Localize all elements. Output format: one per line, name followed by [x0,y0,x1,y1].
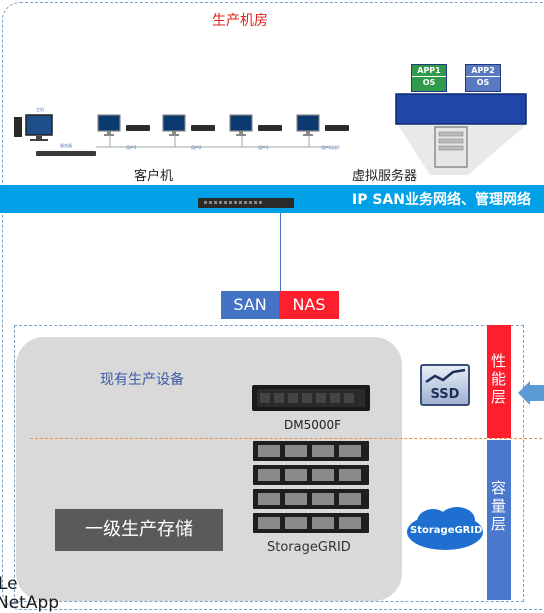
primary-storage-box: 一级生产存储 [55,509,223,551]
ssd-label: SSD [430,387,460,402]
pc-label: 用户3 [258,145,269,150]
client-pc-icon [229,114,282,136]
capacity-tier-bar: 容量层 [487,440,511,600]
pc-label: 用户2 [191,145,202,150]
server-tower-icon [434,126,468,168]
hub-label: 服务器 [60,143,72,148]
clients-label: 客户机 [134,169,174,184]
performance-tier-label: 性能层 [489,353,507,407]
app1-label: APP1 [417,66,441,75]
app1-os-box: APP1 OS [411,64,447,92]
host-computer-icon [14,114,53,141]
capacity-tier-label: 容量层 [489,480,507,534]
arrow-icon [518,381,544,405]
storagegrid-appliance-icon [253,441,369,533]
hub-icon [36,151,96,156]
app2-label: APP2 [471,66,495,75]
storagegrid-logo-text: StorageGRID [410,525,483,536]
pc-label: 用户1 [126,145,137,150]
dm5000f-label: DM5000F [284,418,342,432]
virtual-server-diagram [395,93,527,175]
storagegrid-label: StorageGRID [267,540,351,555]
os-label: OS [466,76,500,88]
host-label: 主机 [36,107,44,112]
app2-os-box: APP2 OS [465,64,501,92]
room-title: 生产机房 [212,13,268,29]
san-label: SAN [221,291,279,319]
dm5000f-icon [252,385,370,411]
clients-diagram [14,114,349,156]
performance-tier-bar: 性能层 [487,325,511,438]
storage-zone [14,325,524,602]
client-pc-icon [97,114,150,136]
os-label: OS [412,76,446,88]
logo-line-1: Le [0,574,18,594]
storagegrid-cloud-icon [407,507,483,550]
client-pc-icon [162,114,215,136]
switch-icon [198,198,294,208]
connector-line [280,213,281,291]
pc-label: 用户网络0 [321,145,340,150]
tier-divider [30,438,542,439]
virtual-server-label: 虚拟服务器 [352,169,418,184]
ssd-icon: SSD [420,364,470,406]
logo-line-2: NetApp [0,593,60,613]
nas-label: NAS [279,291,339,319]
client-pc-icon [296,114,349,136]
network-label: IP SAN业务网络、管理网络 [352,192,531,208]
existing-equipment-label: 现有生产设备 [100,372,184,388]
